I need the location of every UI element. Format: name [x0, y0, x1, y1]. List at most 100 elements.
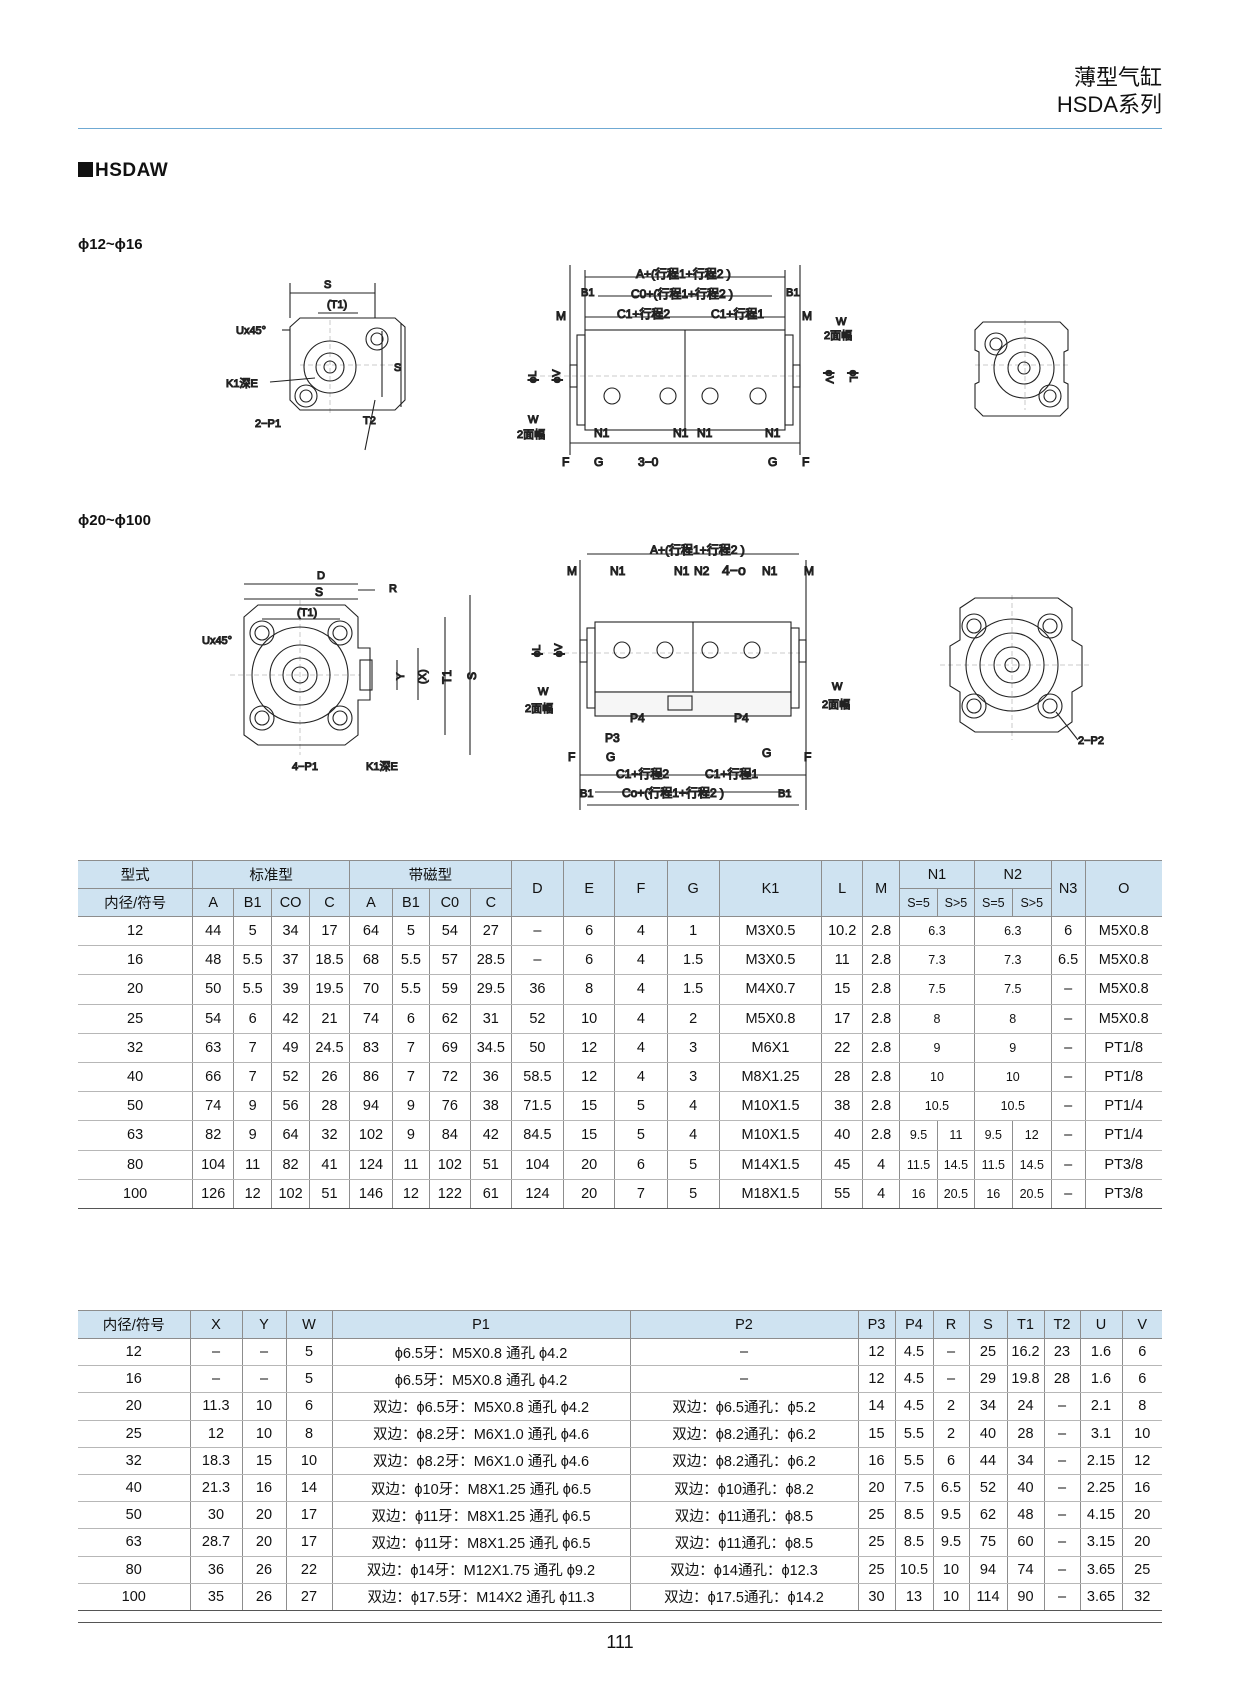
table-cell: 9.5: [932, 1501, 970, 1530]
cell-bore: 12: [78, 1338, 191, 1367]
header-series: HSDA系列: [1056, 92, 1162, 117]
table-cell: 12: [391, 1179, 430, 1209]
table-cell: 76: [428, 1091, 471, 1122]
table-cell: 45: [821, 1150, 864, 1180]
table-cell: 4: [614, 974, 668, 1005]
table-cell: 16: [1121, 1474, 1162, 1503]
large-end-view: [949, 597, 1083, 741]
table-cell: 32: [1121, 1583, 1162, 1611]
table-cell: 9.5: [973, 1120, 1013, 1151]
label-p1: 2−P1: [255, 418, 281, 430]
table-cell: 74: [1006, 1556, 1045, 1584]
table-cell: 9.5: [932, 1528, 970, 1557]
table-cell: 4: [614, 1062, 668, 1093]
cell-n2: 7.5: [973, 974, 1052, 1005]
th-magnetic: 带磁型: [348, 860, 512, 889]
table-cell: 11: [233, 1150, 273, 1180]
table-cell: 10: [241, 1420, 287, 1448]
table-cell: 35: [189, 1583, 243, 1611]
table-cell: –: [189, 1365, 243, 1394]
table-cell: 41: [309, 1150, 350, 1180]
table-cell: 5: [285, 1338, 333, 1367]
cell-bore: 40: [78, 1062, 194, 1093]
table-cell: 双边：ϕ8.2牙：M6X1.0 通孔 ϕ4.6: [331, 1420, 631, 1448]
table-cell: 双边：ϕ8.2牙：M6X1.0 通孔 ϕ4.6: [331, 1447, 631, 1475]
table-cell: 55: [821, 1179, 864, 1209]
table-cell: 1.6: [1079, 1338, 1123, 1367]
table-cell: 4: [614, 1004, 668, 1034]
table-cell: 8: [563, 974, 616, 1005]
table2-header-cell: U: [1079, 1310, 1123, 1339]
th-n3: N3: [1050, 860, 1086, 917]
cell-bore: 50: [78, 1091, 194, 1122]
table-cell: 2.8: [862, 1120, 901, 1151]
table-cell: M3X0.5: [718, 916, 823, 947]
cell-n1: 10.5: [899, 1091, 975, 1122]
label-m-right: M: [802, 309, 812, 323]
table-cell: 16: [973, 1179, 1013, 1209]
table-cell: 1.5: [666, 945, 720, 976]
table-cell: –: [1050, 1062, 1086, 1093]
table-cell: 26: [241, 1556, 287, 1584]
table-cell: 74: [192, 1091, 235, 1122]
table-cell: 16: [857, 1447, 896, 1475]
table-cell: 17: [309, 916, 350, 947]
table-cell: 66: [192, 1062, 235, 1093]
table-cell: 14: [285, 1474, 333, 1503]
section-title: HSDAW: [78, 160, 168, 182]
table-cell: 10: [1121, 1420, 1162, 1448]
table-cell: 56: [271, 1091, 311, 1122]
table-cell: 5.5: [391, 945, 430, 976]
table-cell: –: [1050, 1120, 1086, 1151]
label-t1: (T1): [327, 299, 347, 311]
table-cell: 124: [510, 1179, 565, 1209]
th-b1: B1: [233, 888, 273, 917]
table-cell: 4: [614, 916, 668, 947]
table-cell: 双边：ϕ17.5通孔：ϕ14.2: [629, 1583, 859, 1611]
table-cell: 20.5: [1011, 1179, 1052, 1209]
table-cell: 9: [233, 1120, 273, 1151]
label-t2: T2: [363, 415, 376, 427]
table-cell: –: [1050, 1179, 1086, 1209]
label-p2: 2−P2: [1078, 735, 1104, 747]
cell-n2: 8: [973, 1004, 1052, 1034]
table-cell: 2.1: [1079, 1392, 1123, 1421]
table-cell: 40: [968, 1420, 1008, 1448]
table-cell: 10: [241, 1392, 287, 1421]
table-cell: 8.5: [894, 1528, 934, 1557]
small-side-view: [569, 265, 801, 455]
table-cell: 10: [563, 1004, 616, 1034]
label-x: (X): [417, 669, 429, 684]
table-cell: 3.1: [1079, 1420, 1123, 1448]
table-cell: 34: [968, 1392, 1008, 1421]
table-cell: 5: [666, 1150, 720, 1180]
label-p3: P3: [605, 731, 620, 745]
label-l-right: ϕL: [847, 370, 859, 382]
label-k1-large: K1深E: [366, 760, 398, 773]
label-f-large-right: F: [804, 750, 811, 764]
table-cell: 42: [469, 1120, 512, 1151]
table-cell: –: [1050, 974, 1086, 1005]
table-cell: 24.5: [309, 1033, 350, 1063]
table-cell: 25: [857, 1556, 896, 1584]
table-cell: 52: [968, 1474, 1008, 1503]
th-b1-mag: B1: [391, 888, 430, 917]
table-cell: 30: [189, 1501, 243, 1530]
table-cell: 124: [348, 1150, 393, 1180]
table-cell: 51: [309, 1179, 350, 1209]
table-cell: 6: [1121, 1365, 1162, 1394]
table-cell: M5X0.8: [1084, 974, 1162, 1005]
cell-n1: 6.3: [899, 916, 975, 947]
cell-bore: 80: [78, 1150, 194, 1180]
label-p4-left: P4: [630, 711, 645, 725]
cell-n1: 7.5: [899, 974, 975, 1005]
table-cell: 20: [857, 1474, 896, 1503]
cell-bore: 25: [78, 1420, 191, 1448]
table-cell: 2.15: [1079, 1447, 1123, 1475]
table-cell: 双边：ϕ6.5牙：M5X0.8 通孔 ϕ4.2: [331, 1392, 631, 1421]
table-cell: 122: [428, 1179, 471, 1209]
small-end-view: [974, 321, 1069, 417]
